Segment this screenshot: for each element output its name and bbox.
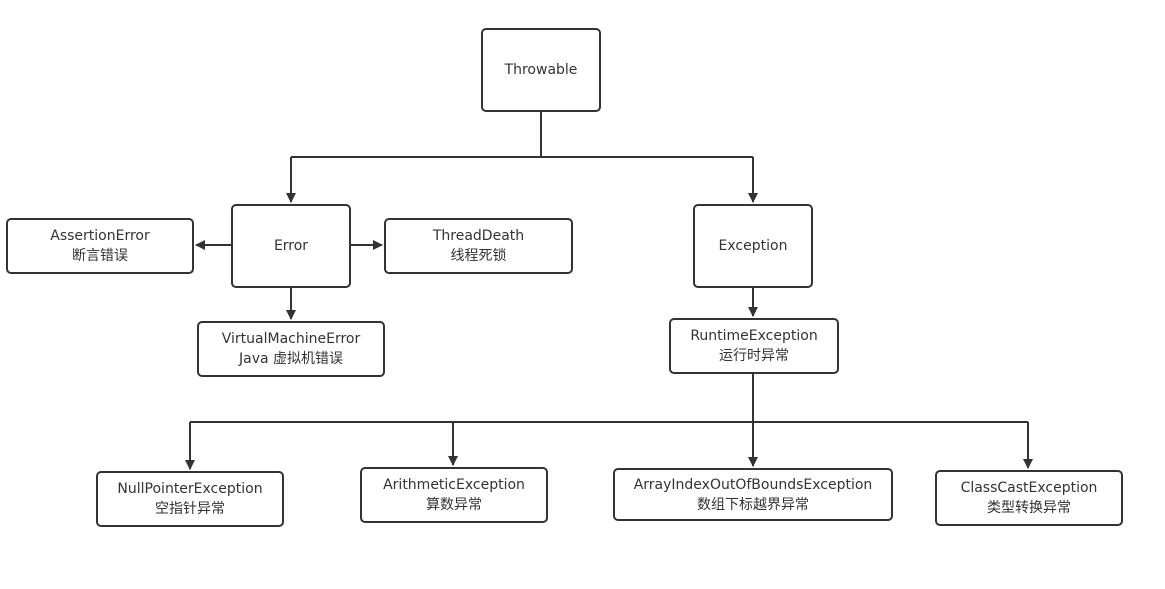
node-null-pointer-exception: NullPointerException 空指针异常 [96, 471, 284, 527]
node-sublabel: 断言错误 [72, 248, 128, 264]
node-sublabel: 类型转换异常 [987, 500, 1071, 516]
node-label: ArithmeticException [383, 477, 525, 493]
node-label: RuntimeException [690, 328, 818, 344]
node-sublabel: Java 虚拟机错误 [238, 351, 344, 367]
node-label: ArrayIndexOutOfBoundsException [633, 476, 873, 493]
node-label: ThreadDeath [432, 228, 525, 244]
node-array-index-out-of-bounds-exception: ArrayIndexOutOfBoundsException 数组下标越界异常 [613, 468, 893, 521]
node-label: Error [273, 238, 309, 254]
node-label: ClassCastException [960, 480, 1098, 496]
node-arithmetic-exception: ArithmeticException 算数异常 [360, 467, 548, 523]
node-class-cast-exception: ClassCastException 类型转换异常 [935, 470, 1123, 526]
node-virtual-machine-error: VirtualMachineError Java 虚拟机错误 [197, 321, 385, 377]
node-label: Throwable [504, 62, 578, 78]
node-runtime-exception: RuntimeException 运行时异常 [669, 318, 839, 374]
node-sublabel: 空指针异常 [155, 501, 225, 517]
node-thread-death: ThreadDeath 线程死锁 [384, 218, 573, 274]
node-label: NullPointerException [117, 481, 263, 497]
node-label: Exception [718, 238, 788, 254]
node-label: AssertionError [50, 228, 150, 244]
node-throwable: Throwable [481, 28, 601, 112]
node-label: VirtualMachineError [221, 331, 361, 347]
node-exception: Exception [693, 204, 813, 288]
node-sublabel: 数组下标越界异常 [697, 496, 809, 513]
node-error: Error [231, 204, 351, 288]
node-assertion-error: AssertionError 断言错误 [6, 218, 194, 274]
node-sublabel: 线程死锁 [450, 248, 507, 264]
node-sublabel: 运行时异常 [719, 348, 789, 364]
node-sublabel: 算数异常 [426, 497, 482, 513]
